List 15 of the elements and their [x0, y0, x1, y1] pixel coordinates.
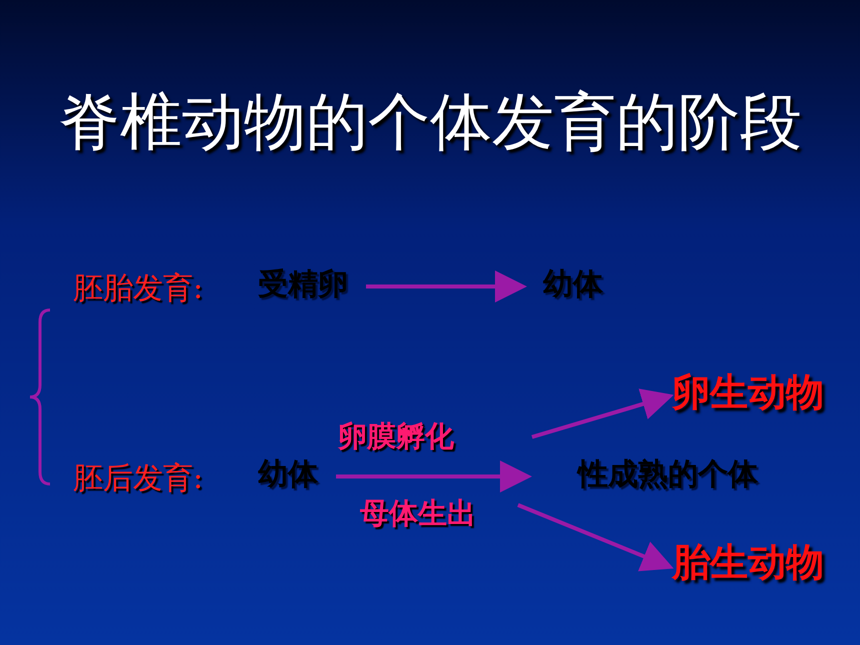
stage-label: 胚后发育:	[73, 462, 204, 495]
node-text: 幼体	[543, 268, 603, 301]
edge-label: 母体生出	[360, 498, 476, 530]
node-text: 幼体	[258, 458, 318, 491]
arrow	[336, 460, 532, 492]
node-text: 受精卵	[258, 268, 348, 301]
stage-label: 胚胎发育:	[73, 272, 204, 305]
edge-label: 卵膜孵化	[338, 421, 454, 453]
arrow	[531, 388, 674, 439]
arrow	[517, 503, 674, 572]
slide-title: 脊椎动物的个体发育的阶段	[57, 88, 803, 156]
node-text: 卵生动物	[672, 372, 824, 414]
node-text: 胎生动物	[672, 542, 824, 584]
node-text: 性成熟的个体	[578, 458, 758, 491]
arrow	[366, 270, 527, 302]
